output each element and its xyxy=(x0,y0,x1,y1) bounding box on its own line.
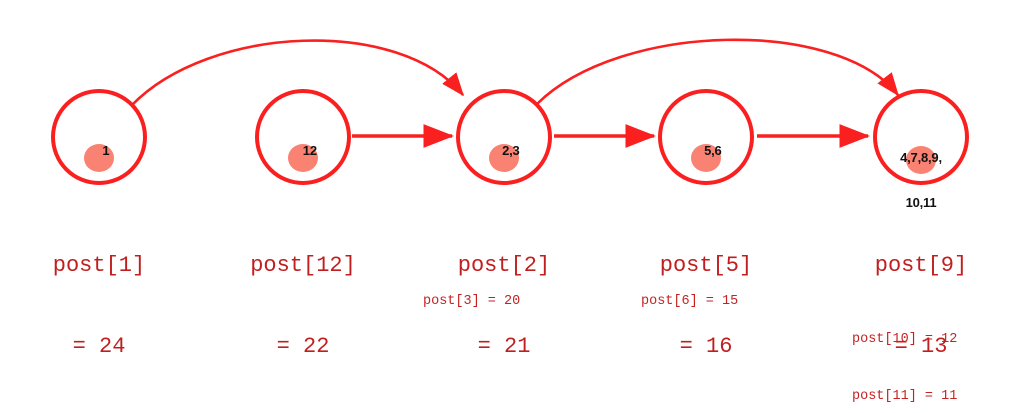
note-column-under-node-9: post[10] = 12 post[11] = 11 post[8] = 10… xyxy=(852,292,957,413)
note-line-post-10: post[10] = 12 xyxy=(852,332,958,347)
note-under-node-2: post[3] = 20 xyxy=(423,294,521,309)
node-12[interactable] xyxy=(255,89,351,185)
node-dot xyxy=(84,144,114,172)
node-circle xyxy=(456,89,552,185)
post-label-line1: post[9] xyxy=(874,253,968,278)
node-dot xyxy=(489,144,519,172)
node-dot xyxy=(906,146,936,174)
post-label-node-5-6: post[5] = 16 xyxy=(626,198,786,413)
edge-2-to-9-arc xyxy=(536,38,900,105)
post-label-node-1: post[1] = 24 xyxy=(19,198,179,413)
node-circle xyxy=(51,89,147,185)
node-1[interactable] xyxy=(51,89,147,185)
note-line-post-11: post[11] = 11 xyxy=(852,389,958,404)
node-dot xyxy=(288,144,318,172)
post-label-node-9: post[9] = 13 xyxy=(841,198,1001,413)
node-5-6[interactable] xyxy=(658,89,754,185)
edge-1-to-2-arc xyxy=(131,39,465,106)
post-label-line1: post[5] xyxy=(659,253,753,278)
node-circle xyxy=(255,89,351,185)
node-dot xyxy=(691,144,721,172)
node-4-7-8-9-10-11[interactable] xyxy=(873,89,969,185)
post-label-line1: post[1] xyxy=(52,253,146,278)
post-label-line2: = 22 xyxy=(276,334,330,359)
post-label-node-12: post[12] = 22 xyxy=(223,198,383,413)
post-label-node-2-3: post[2] = 21 xyxy=(424,198,584,413)
post-label-line2: = 16 xyxy=(679,334,733,359)
node-circle xyxy=(658,89,754,185)
note-under-node-5: post[6] = 15 xyxy=(641,294,739,309)
post-label-line2: = 13 xyxy=(894,334,948,359)
post-label-line1: post[2] xyxy=(457,253,551,278)
post-label-line2: = 24 xyxy=(72,334,126,359)
post-label-line2: = 21 xyxy=(477,334,531,359)
node-2-3[interactable] xyxy=(456,89,552,185)
node-circle xyxy=(873,89,969,185)
post-label-line1: post[12] xyxy=(250,253,356,278)
